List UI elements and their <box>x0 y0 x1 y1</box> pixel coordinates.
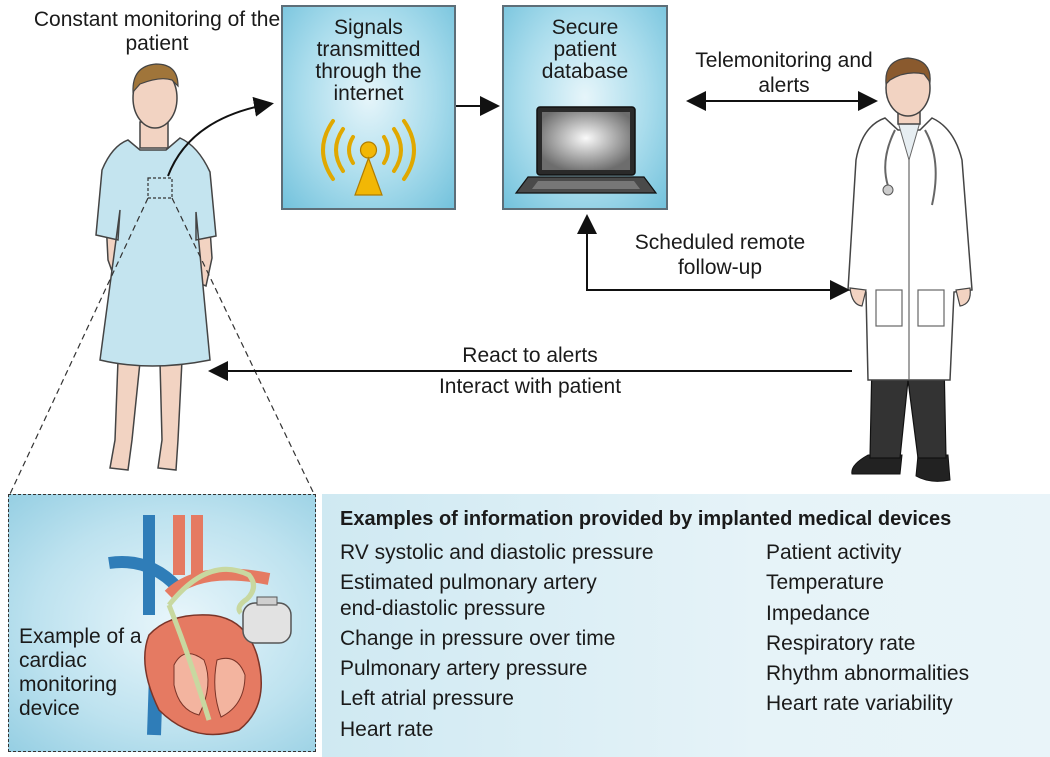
zoom-line-right <box>171 197 315 495</box>
info-item: Temperature <box>766 571 884 595</box>
doctor-figure <box>847 57 973 482</box>
info-item: RV systolic and diastolic pressure <box>340 541 654 564</box>
device-panel: Example of a cardiac monitoring device <box>8 494 316 752</box>
info-left-list: RV systolic and diastolic pressure Estim… <box>340 538 654 745</box>
info-item: Heart rate <box>340 717 434 741</box>
zoom-line-left <box>9 197 149 495</box>
info-item: Change in pressure over time <box>340 626 616 650</box>
info-item: Estimated pulmonary artery <box>340 571 597 595</box>
info-right-list: Patient activity Temperature Impedance R… <box>766 538 969 720</box>
info-item: Pulmonary artery pressure <box>340 657 588 681</box>
signals-box-title: Signals transmitted through the internet <box>315 16 422 105</box>
signals-box: Signals transmitted through the internet <box>281 5 456 210</box>
wireless-antenna-icon <box>321 119 416 196</box>
info-item: Respiratory rate <box>766 631 916 655</box>
info-panel-title: Examples of information provided by impl… <box>340 508 952 530</box>
info-item: Left atrial pressure <box>340 687 514 711</box>
patient-figure <box>95 63 217 471</box>
heart-device-illustration <box>108 515 292 736</box>
telemonitoring-label: Telemonitoring and alerts <box>695 49 873 97</box>
device-caption: Example of a cardiac monitoring device <box>19 625 142 720</box>
patient-caption: Constant monitoring of the patient <box>33 8 281 55</box>
info-item: Patient activity <box>766 541 902 564</box>
arrow-followup <box>586 222 846 291</box>
info-item: Rhythm abnormalities <box>766 662 970 686</box>
info-item: Impedance <box>766 601 870 625</box>
database-box: Secure patient database <box>502 5 668 210</box>
laptop-icon <box>514 106 658 194</box>
followup-label: Scheduled remote follow-up <box>634 231 806 279</box>
info-item: end-diastolic pressure <box>340 596 546 620</box>
arrow-patient-to-signals <box>167 96 274 177</box>
info-panel: Examples of information provided by impl… <box>322 494 1050 757</box>
react-label-1: React to alerts <box>462 344 598 367</box>
info-item: Heart rate variability <box>766 692 953 716</box>
database-box-title: Secure patient database <box>541 16 629 83</box>
react-label-2: Interact with patient <box>438 375 622 398</box>
